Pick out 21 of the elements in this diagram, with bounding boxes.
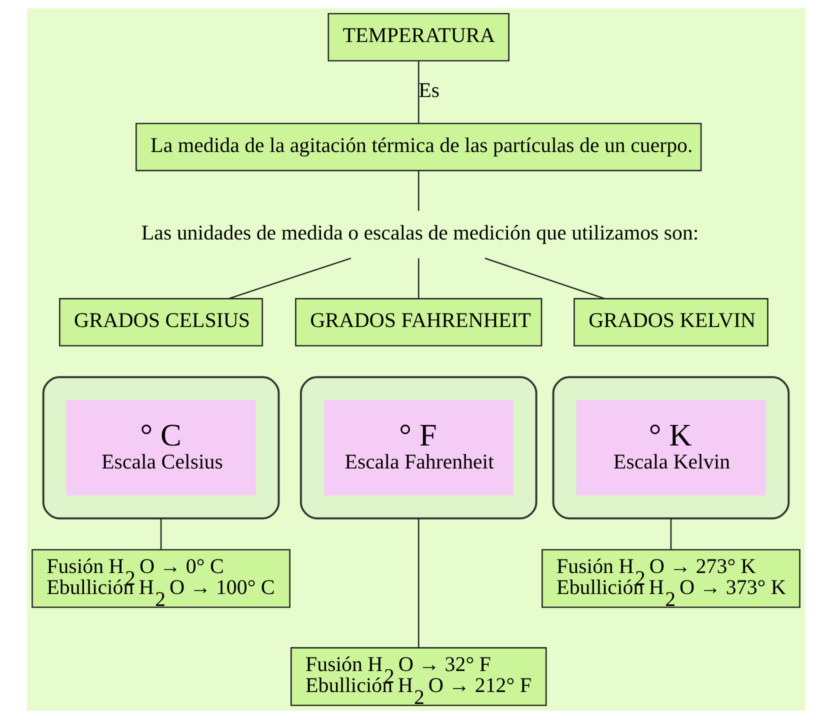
cluster bbox=[42, 376, 280, 520]
cluster bbox=[299, 376, 537, 520]
node-box: ° F Escala Fahrenheit bbox=[323, 400, 513, 496]
connector bbox=[417, 61, 419, 124]
connector bbox=[417, 170, 419, 211]
connector bbox=[228, 258, 351, 300]
node-box: TEMPERATURA bbox=[327, 13, 509, 62]
connector bbox=[670, 518, 672, 550]
node-text: Las unidades de medida o escalas de medición que utilizamos son: bbox=[140, 220, 698, 245]
connector bbox=[417, 518, 419, 648]
connector bbox=[484, 258, 604, 300]
edge-label: Es bbox=[418, 78, 440, 102]
cluster bbox=[552, 376, 790, 520]
connector bbox=[160, 518, 162, 550]
node-box: GRADOS CELSIUS bbox=[58, 298, 263, 346]
node-box: ° C Escala Celsius bbox=[66, 400, 256, 496]
node-box: La medida de la agitación térmica de las partículas de un cuerpo. bbox=[135, 122, 702, 172]
node-box: GRADOS KELVIN bbox=[573, 298, 768, 346]
connector bbox=[417, 258, 419, 298]
node-box: ° K Escala Kelvin bbox=[576, 400, 766, 496]
node-box: GRADOS FAHRENHEIT bbox=[294, 298, 542, 346]
